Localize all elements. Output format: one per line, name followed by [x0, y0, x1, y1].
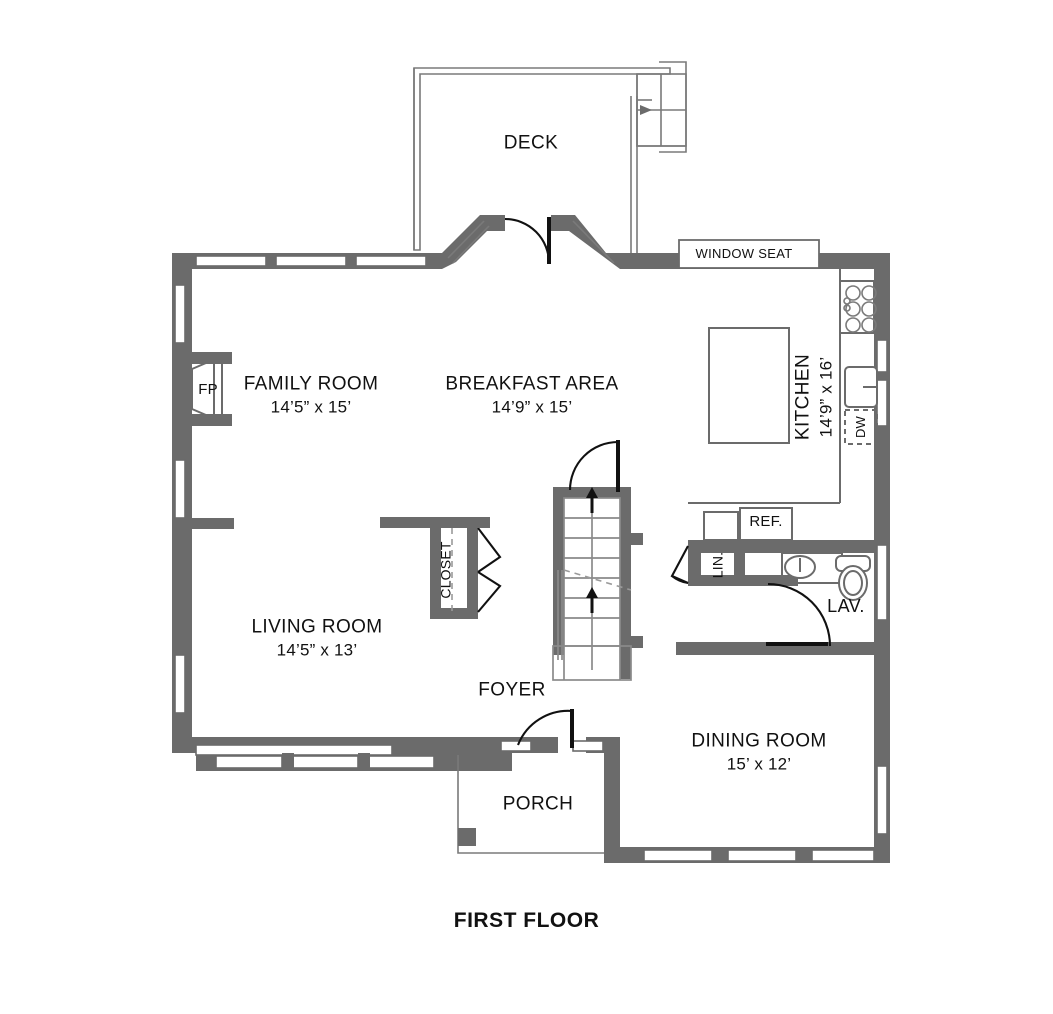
room-label-living-room: LIVING ROOM [251, 616, 383, 638]
dishwasher-label: DW [853, 415, 869, 439]
front-door[interactable] [517, 709, 574, 748]
living-room-bay [192, 737, 512, 771]
room-dim-dining-room: 15’ x 12’ [726, 754, 792, 774]
window-seat [678, 239, 820, 269]
closet [380, 517, 478, 619]
window-group-left [174, 284, 186, 714]
room-label-deck: DECK [503, 132, 559, 154]
deck-sliding-doors [447, 220, 615, 264]
room-label-kitchen: KITCHEN [792, 353, 814, 441]
window-group-right [876, 339, 888, 835]
room-label-breakfast-area: BREAKFAST AREA [445, 373, 619, 395]
window-group-dining [643, 849, 875, 862]
room-label-family-room: FAMILY ROOM [243, 373, 379, 395]
window-seat-label: WINDOW SEAT [695, 246, 793, 262]
deck-door[interactable] [504, 217, 551, 264]
room-label-dining-room: DINING ROOM [691, 730, 827, 752]
window-group-top [195, 255, 427, 267]
room-dim-family-room: 14’5” x 15’ [270, 397, 352, 417]
lavatory-door[interactable] [766, 582, 832, 647]
fireplace [186, 352, 232, 426]
linen-closet-label: LIN. [709, 551, 726, 579]
refrigerator-label: REF. [749, 512, 783, 530]
cooktop-burners [843, 285, 877, 333]
room-dim-kitchen: 14’9” x 16’ [816, 356, 836, 438]
kitchen-sink [844, 366, 878, 408]
deck-stairs [636, 61, 687, 153]
linen-closet-door[interactable] [670, 545, 689, 585]
wall-stub-breakfast [380, 517, 490, 528]
stair-direction-arrow [586, 487, 598, 613]
room-label-porch: PORCH [502, 793, 574, 815]
deck-outline [413, 67, 671, 262]
toilet [835, 555, 871, 601]
plan-title: FIRST FLOOR [453, 909, 600, 932]
porch-outline [457, 737, 620, 863]
stair-door[interactable] [568, 440, 620, 492]
closet-bifold-doors[interactable] [477, 527, 502, 613]
kitchen-counter-right [688, 269, 875, 504]
staircase [552, 487, 643, 681]
room-dim-breakfast-area: 14’9” x 15’ [491, 397, 573, 417]
room-label-foyer: FOYER [478, 679, 546, 701]
kitchen-island [708, 327, 790, 444]
room-label-lavatory: LAV. [827, 596, 865, 617]
fireplace-label: FP [198, 380, 218, 398]
wall-stub-left [192, 518, 234, 529]
closet-label: CLOSET [437, 541, 454, 599]
room-dim-living-room: 14’5” x 13’ [276, 640, 358, 660]
dishwasher [844, 409, 878, 445]
